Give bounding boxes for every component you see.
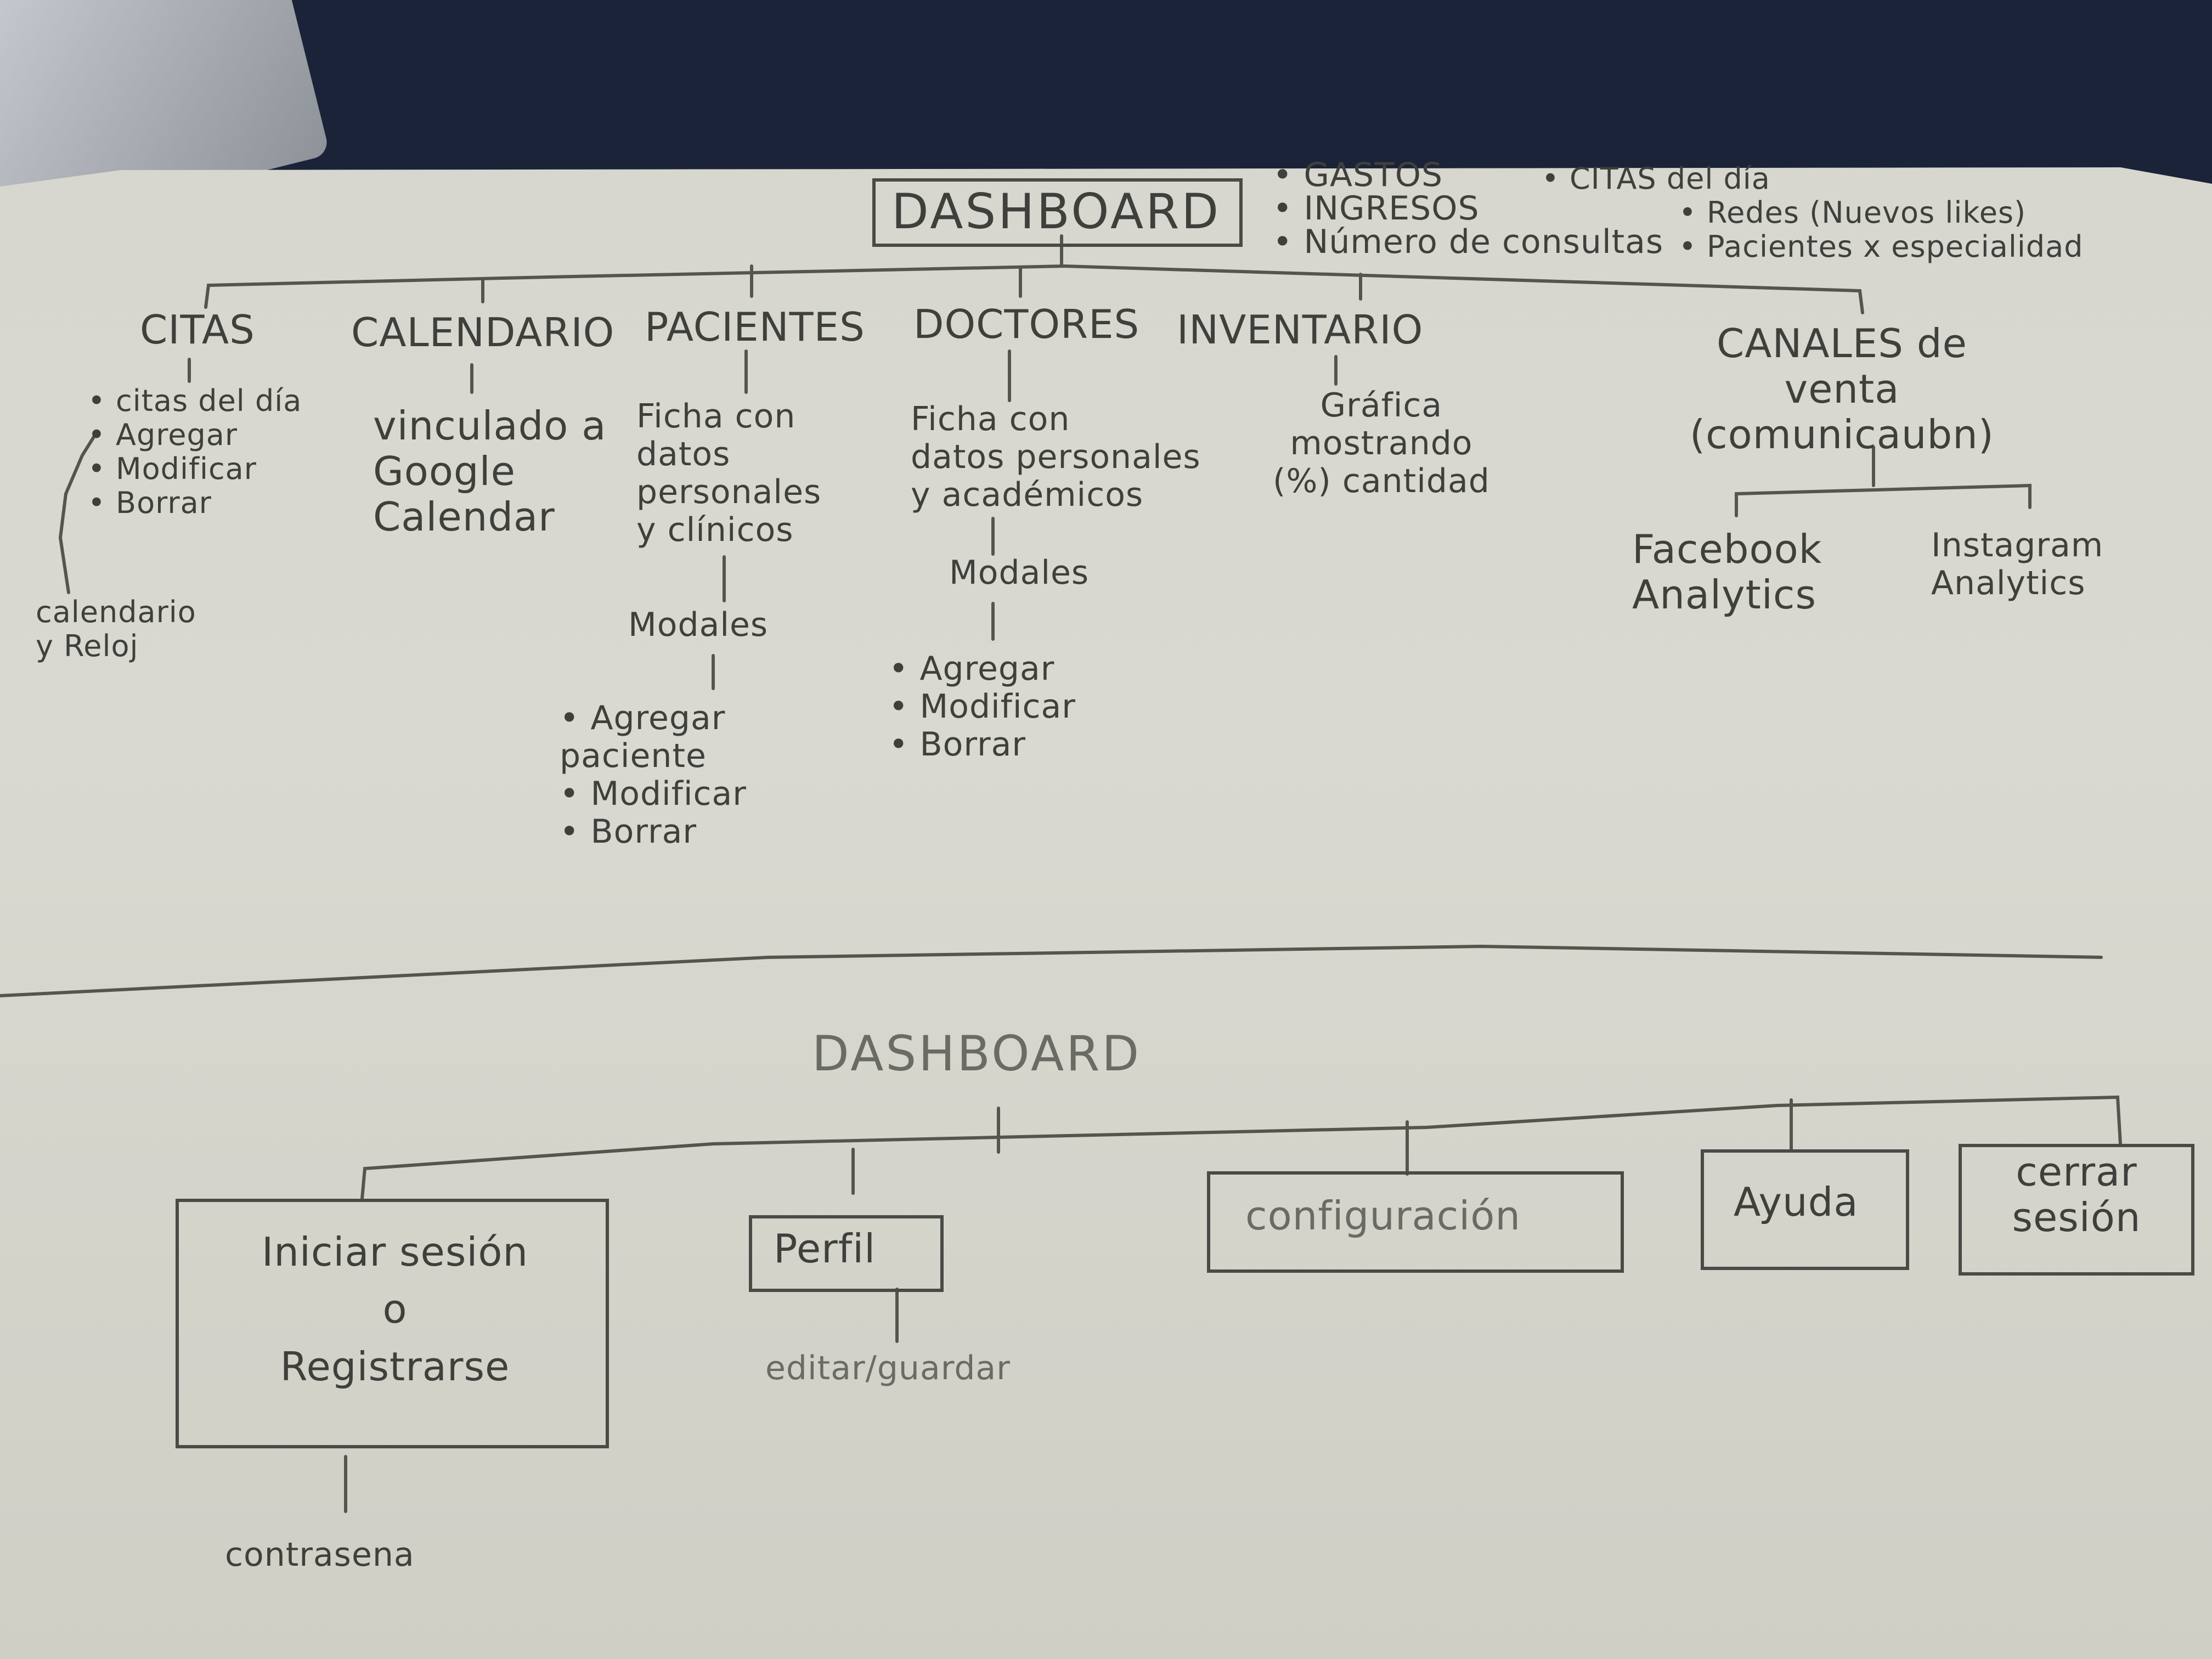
- doctores-title: DOCTORES: [913, 301, 1140, 347]
- pacientes-title: PACIENTES: [645, 304, 865, 350]
- note-redes: • Redes (Nuevos likes): [1679, 195, 2027, 230]
- connector: [1735, 483, 2032, 517]
- citas-title: CITAS: [140, 307, 255, 353]
- config-box-label: configuración: [1245, 1193, 1521, 1239]
- login-child: contrasena: [225, 1536, 415, 1574]
- inventario-text: Gráfica mostrando (%) cantidad: [1273, 386, 1490, 500]
- ayuda-box-label: Ayuda: [1734, 1179, 1859, 1225]
- notes-right: • CITAS del día • Redes (Nuevos likes) •…: [1542, 161, 2084, 264]
- doctores-modal-item: • Borrar: [889, 725, 1026, 764]
- login-box-label: Iniciar sesión o Registrarse: [261, 1229, 529, 1390]
- note-ingresos: • INGRESOS: [1273, 189, 1480, 228]
- divider-line: [0, 944, 2103, 997]
- note-consultas: • Número de consultas: [1273, 223, 1664, 261]
- doctores-modales-title: Modales: [949, 554, 1090, 592]
- citas-footer: calendario y Reloj: [36, 595, 196, 664]
- pacientes-modales-title: Modales: [628, 606, 769, 644]
- pacientes-modal-item: • Agregar paciente: [560, 699, 726, 775]
- calendario-title: CALENDARIO: [351, 309, 615, 356]
- config-box: [1207, 1171, 1624, 1273]
- cerrar-box-label: cerrar sesión: [2012, 1149, 2141, 1240]
- pacientes-modal-items: • Agregar paciente • Modificar • Borrar: [560, 699, 747, 851]
- perfil-child: editar/guardar: [765, 1349, 1011, 1387]
- citas-item: • citas del día: [88, 383, 302, 418]
- citas-item: • Agregar: [88, 417, 238, 453]
- login-box: [176, 1199, 609, 1448]
- canales-child-facebook: Facebook Analytics: [1632, 526, 1822, 618]
- top-dashboard-title: DASHBOARD: [891, 183, 1221, 240]
- perfil-box-label: Perfil: [774, 1226, 876, 1272]
- pacientes-modal-item: • Borrar: [560, 812, 697, 851]
- connector: [204, 264, 1864, 314]
- connector: [58, 432, 98, 594]
- top-dashboard-box: [872, 178, 1243, 247]
- ayuda-box: [1701, 1149, 1909, 1270]
- canales-title: CANALES de venta (comunicaubn): [1690, 320, 1994, 458]
- bottom-dashboard-title: DASHBOARD: [812, 1025, 1142, 1082]
- inventario-title: INVENTARIO: [1177, 307, 1424, 353]
- doctores-modal-item: • Agregar: [889, 650, 1055, 688]
- citas-items: • citas del día • Agregar • Modificar • …: [88, 383, 302, 521]
- doctores-text: Ficha con datos personales y académicos: [911, 400, 1201, 514]
- cerrar-box: [1959, 1144, 2194, 1276]
- pacientes-text: Ficha con datos personales y clínicos: [636, 397, 822, 549]
- perfil-box: [749, 1215, 944, 1292]
- note-gastos: • GASTOS: [1273, 156, 1443, 194]
- note-pacientes-especialidad: • Pacientes x especialidad: [1679, 229, 2084, 264]
- doctores-modal-item: • Modificar: [889, 687, 1076, 726]
- note-citas-dia: • CITAS del día: [1542, 161, 1770, 196]
- canales-child-instagram: Instagram Analytics: [1931, 526, 2104, 602]
- citas-item: • Borrar: [88, 486, 212, 521]
- connector: [360, 1095, 2122, 1200]
- pacientes-modal-item: • Modificar: [560, 775, 747, 813]
- citas-item: • Modificar: [88, 452, 257, 487]
- calendario-text: vinculado a Google Calendar: [373, 403, 607, 540]
- doctores-modal-items: • Agregar • Modificar • Borrar: [889, 650, 1076, 764]
- notes-left: • GASTOS • INGRESOS • Número de consulta…: [1273, 156, 1663, 261]
